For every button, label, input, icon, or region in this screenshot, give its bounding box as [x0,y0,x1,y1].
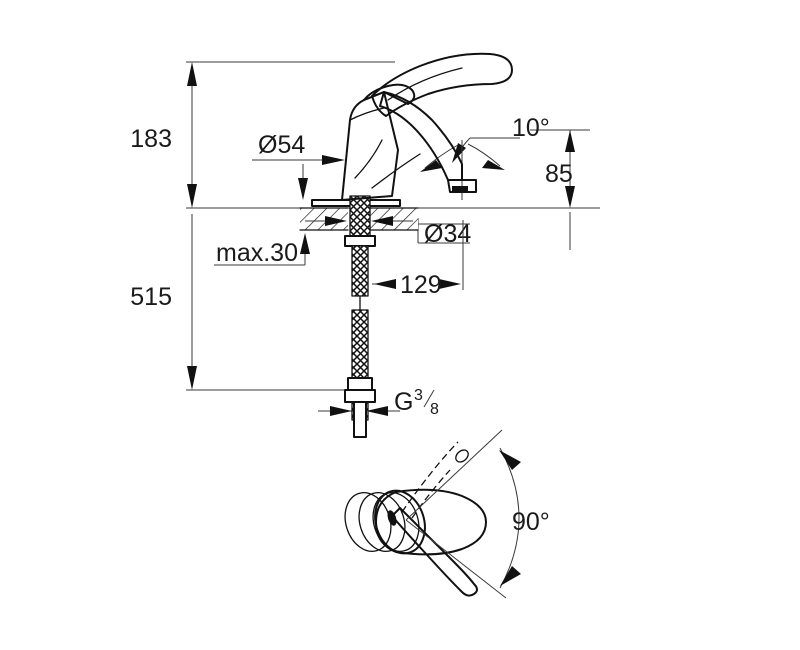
threaded-shank [350,196,370,240]
thread-denominator-label: 8 [430,401,439,418]
body-contour-1 [354,139,383,179]
thread-prefix-label: G [394,388,413,416]
dim-swing-angle [405,429,521,599]
lever-handle [371,52,513,117]
deck-section-arrows [305,216,413,226]
hose-upper-segment [352,246,368,296]
handle-collar [349,107,385,121]
escutcheon-base [311,199,401,207]
plan-lever-rotated [401,441,459,513]
faucet-elevation-view [299,52,513,438]
dim-outlet-angle-leader [420,137,520,200]
dim-escutcheon-diameter-label: Ø54 [258,131,305,159]
plan-body-cap [374,489,426,555]
dim-183-arrows [187,62,197,208]
tail-pipe [353,401,367,438]
body-contour-2 [371,153,421,189]
dim-85-arrows [565,130,575,208]
dim-max-deck-thickness-label: max.30 [216,239,298,267]
plan-lever-closed [391,507,478,597]
dim-offset-label: 129 [400,271,442,299]
swing-arc [499,447,520,589]
dim-hose-length-label: 515 [130,283,172,311]
dim-overall-height-label: 183 [130,125,172,153]
dim-max-deck-leader [214,233,310,266]
hose-collar [347,377,373,391]
dim-129 [372,220,464,290]
aerator [452,186,468,192]
dim-swing-angle-label: 90° [512,508,550,536]
dim-thread-label-group: G 3 8 [394,387,439,418]
faucet-body [341,91,399,201]
lever-contour [387,67,463,101]
plan-lever-tip-rotated [455,449,469,463]
dim-outlet-angle-label: 10° [512,114,550,142]
spout-outlet [447,179,477,193]
mounting-nut [344,235,376,247]
dim-escutcheon-leader [252,155,345,200]
faucet-plan-view: 90° [344,429,550,599]
hose-hex-nut [344,389,376,403]
deck-hatch-right [370,208,418,230]
plan-lever-rotated-edge [411,469,451,519]
dim-spout-height-label: 85 [545,160,573,188]
dim-hole-diameter-label: Ø34 [424,220,471,248]
thread-numerator-label: 3 [414,387,423,404]
deck-hatch-left [300,208,348,230]
dim-515-arrows [187,366,197,390]
